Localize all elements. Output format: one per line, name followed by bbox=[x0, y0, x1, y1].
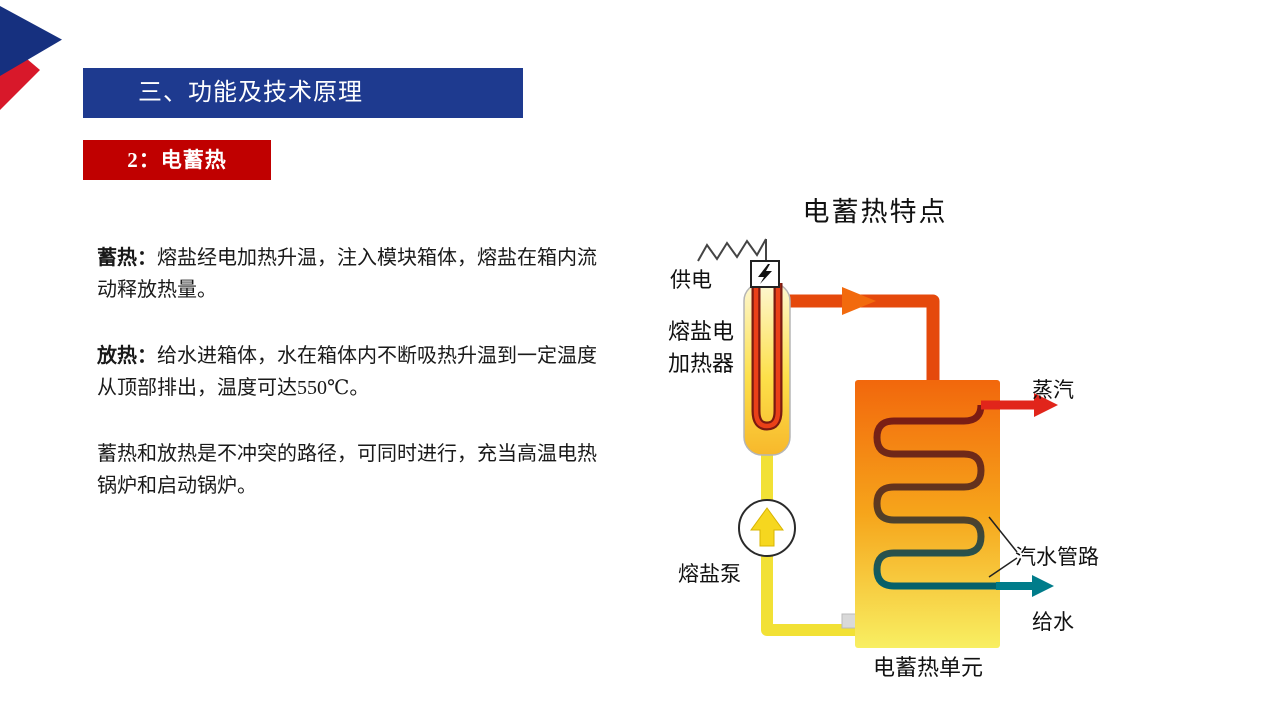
pump-label: 熔盐泵 bbox=[678, 562, 741, 586]
hot-pipe-arrow-icon bbox=[842, 287, 876, 315]
steam-arrow-icon bbox=[1034, 393, 1058, 417]
diagram-title: 电蓄热特点 bbox=[802, 197, 948, 227]
paragraph-lead: 放热： bbox=[97, 345, 157, 367]
power-supply-label: 供电 bbox=[670, 268, 712, 292]
piping-label-pointer-line bbox=[988, 557, 1018, 578]
heating-element bbox=[753, 283, 781, 429]
heater-label-line1: 熔盐电 bbox=[668, 319, 734, 344]
paragraph-storing: 蓄热：熔盐经电加热升温，注入模块箱体，熔盐在箱内流动释放热量。 bbox=[97, 242, 605, 306]
lightning-icon bbox=[758, 264, 772, 284]
storage-tank bbox=[855, 380, 1000, 648]
section-header-bar: 三、功能及技术原理 bbox=[83, 68, 523, 118]
piping-label-pointer-line bbox=[988, 516, 1018, 553]
steam-label: 蒸汽 bbox=[1032, 378, 1074, 402]
paragraph-lead: 蓄热： bbox=[97, 247, 157, 269]
paragraph-body: 熔盐经电加热升温，注入模块箱体，熔盐在箱内流动释放热量。 bbox=[97, 247, 597, 301]
feedwater-label: 给水 bbox=[1032, 610, 1074, 634]
steam-water-coil bbox=[873, 404, 1000, 590]
body-text-block: 蓄热：熔盐经电加热升温，注入模块箱体，熔盐在箱内流动释放热量。 放热：给水进箱体… bbox=[97, 242, 605, 536]
piping-label: 汽水管路 bbox=[1015, 545, 1099, 569]
pump-arrow-icon bbox=[750, 507, 784, 547]
heater-label-line2: 加热器 bbox=[668, 351, 734, 376]
paragraph-summary: 蓄热和放热是不冲突的路径，可同时进行，充当高温电热锅炉和启动锅炉。 bbox=[97, 438, 605, 502]
power-supply-line bbox=[697, 238, 767, 262]
section-header-title: 三、功能及技术原理 bbox=[138, 80, 363, 106]
paragraph-body: 蓄热和放热是不冲突的路径，可同时进行，充当高温电热锅炉和启动锅炉。 bbox=[97, 443, 597, 497]
storage-unit-label: 电蓄热单元 bbox=[873, 655, 983, 680]
subsection-badge: 2：电蓄热 bbox=[83, 140, 271, 180]
feedwater-arrow-icon bbox=[1032, 575, 1054, 597]
hot-molten-salt-pipe bbox=[788, 294, 940, 385]
paragraph-body: 给水进箱体，水在箱体内不断吸热升温到一定温度从顶部排出，温度可达550℃。 bbox=[97, 345, 597, 399]
paragraph-releasing: 放热：给水进箱体，水在箱体内不断吸热升温到一定温度从顶部排出，温度可达550℃。 bbox=[97, 340, 605, 404]
subsection-badge-label: 2：电蓄热 bbox=[127, 148, 227, 172]
heat-storage-diagram: 供电 熔盐电 加热器 熔盐泵 蒸汽 汽水管路 给水 电蓄热单元 bbox=[668, 238, 1099, 680]
